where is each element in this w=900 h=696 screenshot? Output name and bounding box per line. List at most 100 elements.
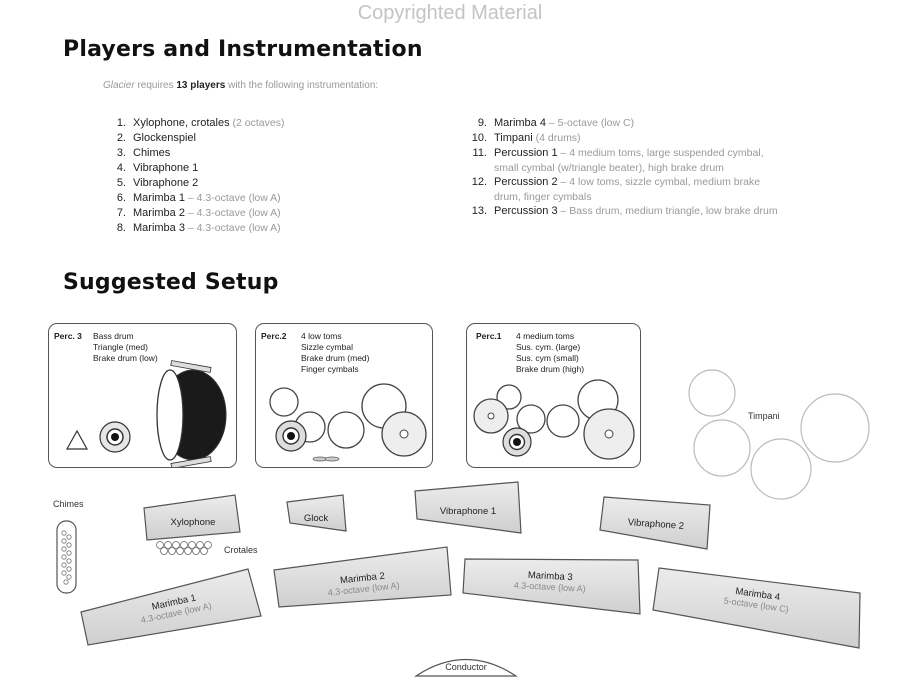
instrument-detail-cont: drum, finger cymbals [494,191,592,203]
marimba-4-label: Marimba 4 5-octave (low C) [691,580,823,619]
list-item-text: Percussion 2 – 4 low toms, sizzle cymbal… [494,175,760,204]
list-item-number: 6. [116,192,126,204]
instrument-name: Percussion 3 [494,205,558,217]
box-line: Brake drum (med) [301,353,370,363]
setup-heading: Suggested Setup [63,270,279,295]
instrument-name: Chimes [133,147,171,159]
list-item: 4.Vibraphone 1 [105,161,284,176]
list-item: 12.Percussion 2 – 4 low toms, sizzle cym… [466,175,778,204]
instrument-detail: – 4.3-octave (low A) [184,192,281,204]
instrument-name: Percussion 1 [494,147,558,159]
vibraphone-1-label: Vibraphone 1 [439,506,497,517]
list-item-number: 8. [116,222,126,234]
box-line: 4 low toms [301,331,342,341]
timpani-drum-icon [750,438,812,500]
timpani-label: Timpani [748,411,780,421]
list-item-number: 2. [116,132,126,144]
list-item-text: Chimes [133,146,170,161]
instrument-name: Timpani [494,132,533,144]
instrument-detail: – 5-octave (low C) [545,117,635,129]
marimba-3-label: Marimba 3 4.3-octave (low A) [485,568,616,596]
instrument-name: Marimba 1 [133,192,185,204]
perc3-diagram [65,360,227,467]
crotales-label: Crotales [224,545,258,555]
list-item: 5.Vibraphone 2 [105,176,284,191]
list-item-text: Xylophone, crotales (2 octaves) [133,116,284,131]
perc2-diagram [269,383,427,462]
low-tom-icon [269,387,299,417]
list-item: 7. Marimba 2 – 4.3-octave (low A) [105,206,284,221]
instrument-detail: (2 octaves) [229,117,285,129]
chimes-label: Chimes [53,499,84,509]
finger-cymbals-icon [312,456,340,462]
list-item: 3. Chimes [105,146,284,161]
list-item-text: Vibraphone 2 [133,176,198,191]
list-item: 13. Percussion 3 – Bass drum, medium tria… [466,204,778,219]
box-line: 4 medium toms [516,331,575,341]
list-item: 10.Timpani (4 drums) [466,131,778,146]
triangle-icon [65,429,89,450]
vibraphone-2-label: Vibraphone 2 [627,517,685,532]
perc1-title: Perc.1 [476,331,502,341]
instrument-name: Vibraphone 1 [133,162,199,174]
medium-tom-icon [496,384,522,410]
instrument-name: Vibraphone 2 [133,177,199,189]
medium-tom-icon [546,404,580,438]
box-line: Finger cymbals [301,364,359,374]
box-line: Triangle (med) [93,342,148,352]
perc1-diagram [473,379,635,460]
list-item-text: Timpani (4 drums) [494,131,581,146]
medium-tom-icon [516,404,546,434]
box-line: Sus. cym. (large) [516,342,581,352]
list-item-number: 13. [471,205,487,217]
perc3-title: Perc. 3 [54,331,82,341]
glock-label: Glock [303,513,329,524]
intro-piece: Glacier [103,80,135,91]
marimba-1-label: Marimba 1 4.3-octave (low A) [109,584,241,632]
list-item-number: 9. [477,117,487,129]
instrument-name: Xylophone, crotales [133,117,230,129]
instrument-name: Marimba 4 [494,117,546,129]
list-item-text: Marimba 2 – 4.3-octave (low A) [133,206,281,221]
box-line: Brake drum (low) [93,353,158,363]
list-item: 9. Marimba 4 – 5-octave (low C) [466,116,778,131]
list-item-number: 7. [116,207,126,219]
timpani-diagram [688,369,870,500]
intro-tail: with the following instrumentation: [225,80,379,91]
timpani-drum-icon [693,419,751,477]
list-item: 8. Marimba 3 – 4.3-octave (low A) [105,221,284,236]
xylophone-label: Xylophone [170,517,216,528]
instrument-detail: – 4 low toms, sizzle cymbal, medium brak… [557,176,761,188]
list-item-number: 11. [472,147,487,159]
players-heading: Players and Instrumentation [63,37,423,62]
list-item-number: 3. [116,147,126,159]
watermark: Copyrighted Material [357,2,543,24]
crotales-icon [156,541,212,555]
box-line: Brake drum (high) [516,364,585,374]
instrument-detail: – Bass drum, medium triangle, low brake … [557,205,778,217]
instrument-detail: – 4.3-octave (low A) [184,222,281,234]
list-item-text: Marimba 3 – 4.3-octave (low A) [133,221,281,236]
list-item-text: Percussion 1 – 4 medium toms, large susp… [494,146,764,175]
intro-mid: requires [134,80,177,91]
perc2-title: Perc.2 [261,331,287,341]
instrument-detail: – 4.3-octave (low A) [184,207,281,219]
intro-count: 13 players [176,80,226,91]
marimba-2-label: Marimba 2 4.3-octave (low A) [297,566,428,600]
list-item-text: Marimba 1 – 4.3-octave (low A) [133,191,281,206]
low-tom-icon [327,411,365,449]
conductor-label: Conductor [445,662,487,672]
list-item-text: Vibraphone 1 [133,161,198,176]
chime-tube-icons [61,530,72,585]
chimes-diagram [56,520,77,594]
instrument-detail-cont: small cymbal (w/triangle beater), high b… [494,162,724,174]
instrument-name: Marimba 3 [133,222,185,234]
instrument-detail: – 4 medium toms, large suspended cymbal, [557,147,764,159]
list-item: 2. Glockenspiel [105,131,284,146]
instrument-detail: (4 drums) [532,132,581,144]
list-item-text: Glockenspiel [133,131,196,146]
